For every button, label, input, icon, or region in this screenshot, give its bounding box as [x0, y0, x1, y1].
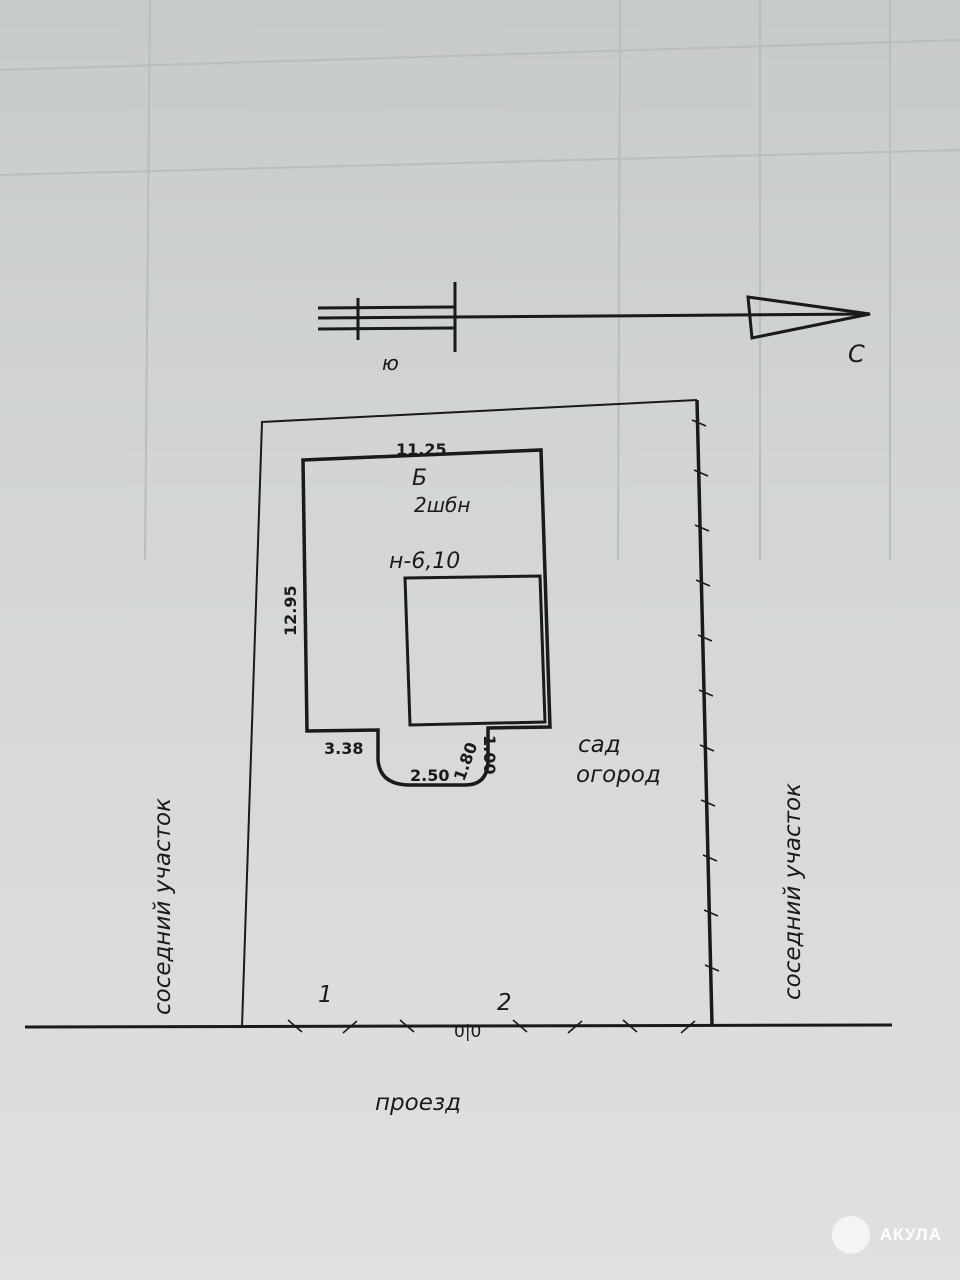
- building-height: н-6,10: [389, 549, 460, 574]
- watermark-brand: АКУЛА: [879, 1225, 942, 1244]
- road-line: [24, 1023, 893, 1029]
- dim-porch-bottom: 2.50: [410, 766, 449, 785]
- dim-bottom-left: 3.38: [324, 739, 363, 758]
- gate-label: 0|0: [454, 1022, 481, 1042]
- building-letter: Б: [412, 466, 427, 491]
- point-2-label: 2: [497, 990, 512, 1016]
- road-label: проезд: [375, 1090, 461, 1116]
- point-1-label: 1: [318, 982, 333, 1008]
- faded-table-lines: [0, 0, 960, 561]
- north-arrow: [317, 282, 871, 352]
- south-label: ю: [382, 351, 399, 375]
- dim-top: 11.25: [396, 440, 447, 459]
- building-outline: [301, 448, 552, 787]
- neighbor-right-label: соседний участок: [780, 783, 806, 1000]
- dim-left: 12.95: [281, 585, 300, 636]
- dim-porch-side-b: 1.00: [480, 735, 499, 774]
- dim-porch-side-a: 1.80: [450, 740, 481, 784]
- shark-logo-icon: [831, 1216, 870, 1254]
- building-material: 2шбн: [414, 493, 470, 517]
- fence-right: [695, 399, 714, 1026]
- plot-boundary: [241, 399, 698, 1028]
- north-label: С: [848, 340, 865, 368]
- neighbor-left-label: соседний участок: [150, 798, 176, 1015]
- building-annex: [403, 574, 547, 727]
- vegetable-garden-label: огород: [576, 762, 661, 788]
- fence-ticks: [287, 419, 720, 1034]
- watermark-logo: АКУЛА: [831, 1216, 942, 1254]
- garden-label: сад: [578, 732, 621, 758]
